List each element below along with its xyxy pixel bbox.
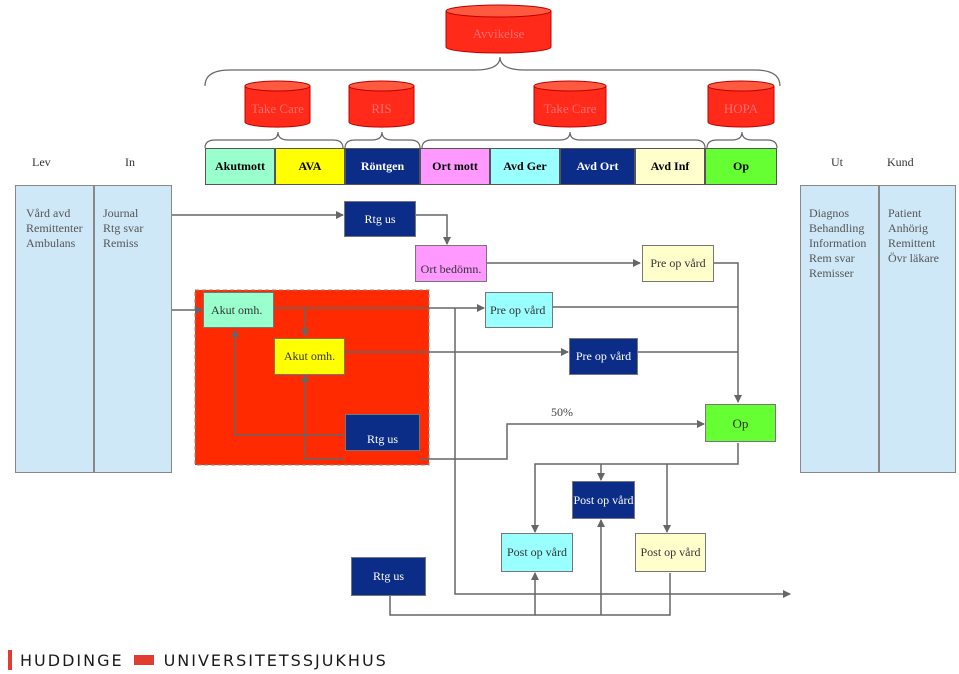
panel-line: Ambulans xyxy=(26,236,76,250)
flow-lines xyxy=(172,211,791,616)
logo-mark xyxy=(8,650,12,670)
header-lev: Lev xyxy=(32,155,51,169)
node-pre-op-2: Pre op vård xyxy=(485,292,553,328)
database-label: HOPA xyxy=(723,101,759,116)
dept-ava: AVA xyxy=(275,148,345,185)
dept-akutmott: Akutmott xyxy=(205,148,275,185)
dept-label: AVA xyxy=(298,159,322,173)
database-take-care-2: Take Care xyxy=(533,80,607,128)
node-post-op-1: Post op vård xyxy=(572,481,635,519)
database-icon xyxy=(348,80,415,128)
panel-line: Information xyxy=(809,236,867,250)
hospital-logo: HUDDINGE UNIVERSITETSSJUKHUS xyxy=(8,648,388,672)
database-avvikelse: Avvikelse xyxy=(445,4,552,54)
panel-ut: Diagnos Behandling Information Rem svar … xyxy=(800,185,879,473)
brace-top xyxy=(204,56,781,87)
panel-in: Journal Rtg svar Remiss xyxy=(94,185,172,473)
node-op: Op xyxy=(705,404,776,442)
database-label: RIS xyxy=(371,101,392,116)
dept-avd-ort: Avd Ort xyxy=(560,148,635,185)
panel-line: Journal xyxy=(103,206,139,220)
node-pre-op-1: Pre op vård xyxy=(642,245,714,282)
node-ort-bedomn: Ort bedömn. xyxy=(415,245,487,282)
percent-label: 50% xyxy=(551,405,573,419)
panel-line: Patient xyxy=(888,206,922,220)
logo-text-part1: HUDDINGE xyxy=(20,650,124,670)
panel-kund: Patient Anhörig Remittent Övr läkare xyxy=(879,185,956,473)
panel-line: Rtg svar xyxy=(103,221,144,235)
panel-lev: Vård avd Remittenter Ambulans xyxy=(15,185,94,473)
node-akut-omh-1: Akut omh. xyxy=(203,292,274,328)
database-take-care-1: Take Care xyxy=(244,80,311,128)
database-ris: RIS xyxy=(348,80,415,128)
dept-label: Akutmott xyxy=(215,159,265,173)
node-label: Rtg us xyxy=(364,211,396,226)
node-akut-omh-2: Akut omh. xyxy=(274,338,345,375)
database-icon xyxy=(707,80,775,128)
logo-text-part2: UNIVERSITETSSJUKHUS xyxy=(163,650,388,670)
database-label: Avvikelse xyxy=(472,26,525,41)
header-ut: Ut xyxy=(831,155,843,169)
database-icon xyxy=(533,80,607,128)
panel-line: Anhörig xyxy=(888,221,928,235)
dept-avd-ger: Avd Ger xyxy=(490,148,560,185)
dept-label: Avd Ort xyxy=(576,159,619,173)
dept-label: Avd Inf xyxy=(650,159,690,173)
panel-line: Rem svar xyxy=(809,251,855,265)
node-label: Post op vård xyxy=(640,545,701,559)
panel-line: Vård avd xyxy=(26,206,71,220)
dept-label: Avd Ger xyxy=(503,159,547,173)
panel-line: Remisser xyxy=(809,266,854,280)
node-rtg-us-1: Rtg us xyxy=(344,201,416,237)
brace-systems xyxy=(204,131,778,149)
dept-ort-mott: Ort mott xyxy=(420,148,490,185)
node-rtg-us-2: Rtg us xyxy=(345,414,420,451)
node-label: Akut omh. xyxy=(283,349,336,363)
node-label: Akut omh. xyxy=(211,302,263,317)
node-label: Ort bedömn. xyxy=(420,262,482,276)
node-label: Pre op vård xyxy=(575,349,632,363)
logo-bar xyxy=(133,655,154,665)
header-in: In xyxy=(125,155,135,169)
dept-rontgen: Röntgen xyxy=(345,148,420,185)
panel-line: Övr läkare xyxy=(888,251,939,265)
dept-avd-inf: Avd Inf xyxy=(635,148,705,185)
panel-line: Diagnos xyxy=(809,206,849,220)
node-label: Rtg us xyxy=(372,569,404,583)
dept-op: Op xyxy=(705,148,777,185)
node-post-op-2: Post op vård xyxy=(501,533,573,572)
panel-line: Remittent xyxy=(888,236,936,250)
database-icon xyxy=(445,4,552,54)
panel-line: Remiss xyxy=(103,236,139,250)
panel-line: Remittenter xyxy=(26,221,83,235)
database-hopa: HOPA xyxy=(707,80,775,128)
header-kund: Kund xyxy=(887,155,914,169)
dept-label: Ort mott xyxy=(432,159,478,173)
node-label: Post op vård xyxy=(573,492,634,507)
node-label: Pre op vård xyxy=(490,302,546,317)
node-label: Pre op vård xyxy=(650,256,706,270)
node-label: Rtg us xyxy=(366,432,398,446)
node-post-op-3: Post op vård xyxy=(635,533,706,572)
node-rtg-us-3: Rtg us xyxy=(351,557,426,596)
database-label: Take Care xyxy=(251,101,304,116)
node-label: Op xyxy=(732,415,749,431)
panel-line: Behandling xyxy=(809,221,865,235)
node-pre-op-3: Pre op vård xyxy=(569,338,638,375)
database-label: Take Care xyxy=(543,101,597,116)
database-icon xyxy=(244,80,311,128)
node-label: Post op vård xyxy=(507,545,567,559)
dept-label: Röntgen xyxy=(360,159,405,173)
dept-label: Op xyxy=(732,159,749,173)
